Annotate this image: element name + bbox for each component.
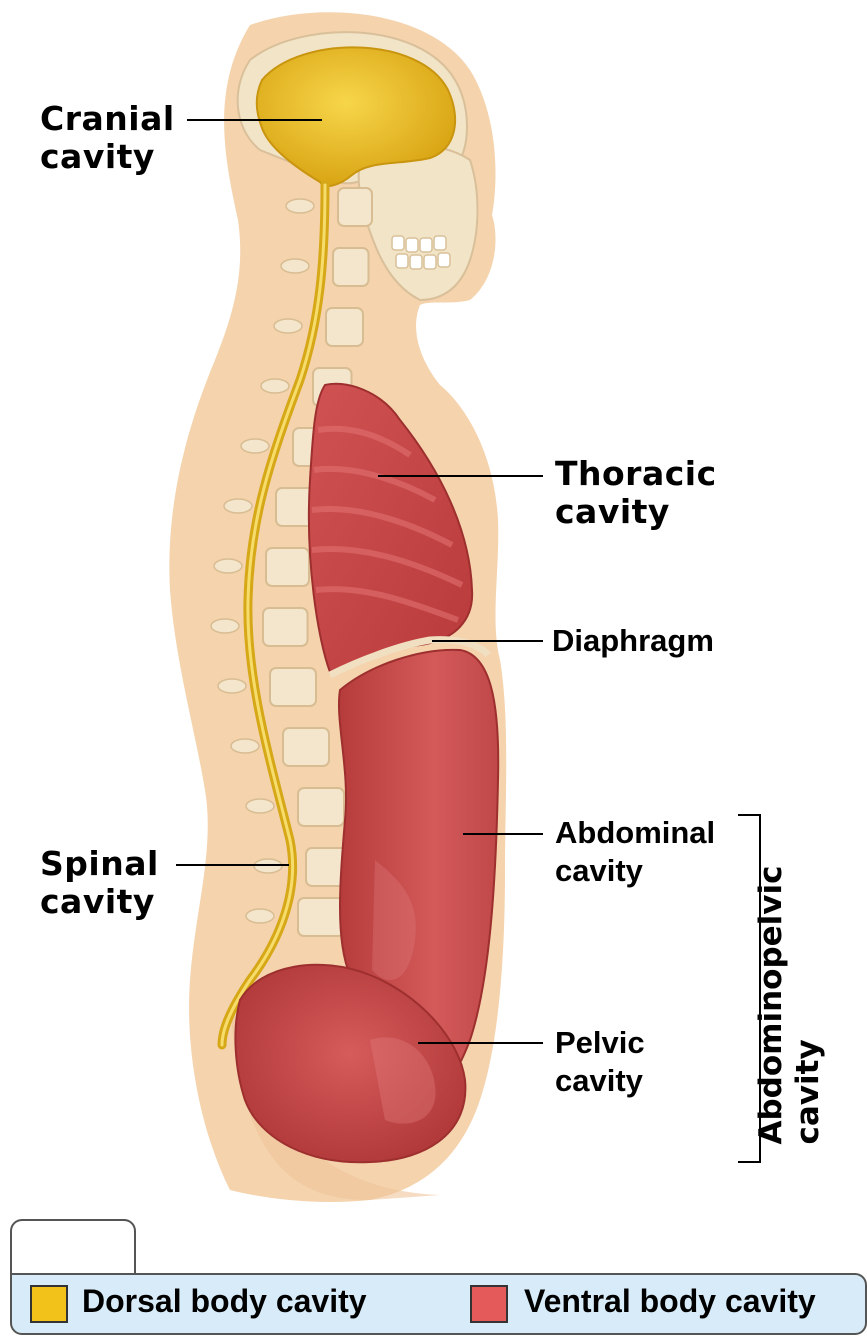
spinous-process	[274, 319, 302, 333]
dorsal-legend-label: Dorsal body cavity	[82, 1281, 367, 1321]
vertebra-body	[266, 548, 309, 586]
vertebra-body	[283, 728, 329, 766]
spinous-process	[218, 679, 246, 693]
vertebra-body	[298, 898, 344, 936]
vertebra-body	[298, 788, 344, 826]
spinous-process	[214, 559, 242, 573]
vertebra-body	[270, 668, 316, 706]
spinous-process	[286, 199, 314, 213]
spinous-process	[231, 739, 259, 753]
vertebra-body	[333, 248, 369, 286]
spinous-process	[224, 499, 252, 513]
spinous-process	[261, 379, 289, 393]
spinous-process	[241, 439, 269, 453]
ventral-swatch	[470, 1285, 508, 1323]
ventral-legend-label: Ventral body cavity	[524, 1281, 816, 1321]
vertebra-body	[263, 608, 308, 646]
spinous-process	[246, 799, 274, 813]
spinous-process	[246, 909, 274, 923]
vertebra-body	[326, 308, 363, 346]
spinous-process	[281, 259, 309, 273]
dorsal-swatch	[30, 1285, 68, 1323]
vertebra-body	[338, 188, 372, 226]
spinous-process	[211, 619, 239, 633]
legend: Dorsal body cavity Ventral body cavity	[10, 1273, 867, 1335]
diaphragm-label: Diaphragm	[552, 622, 714, 660]
